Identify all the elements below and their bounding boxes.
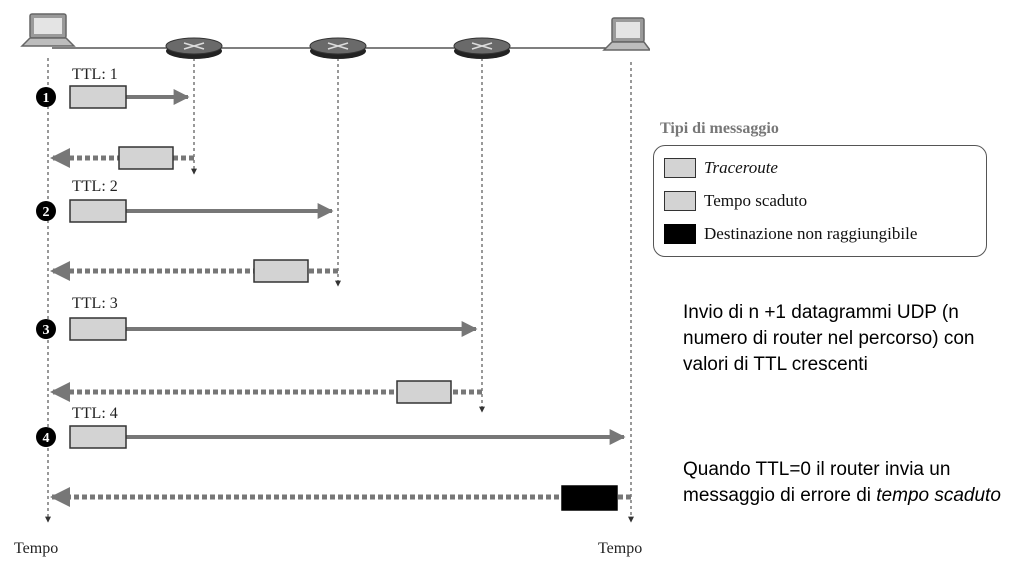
traceroute-packet-2 — [69, 199, 127, 223]
time-exceeded-packet-3 — [396, 380, 452, 404]
legend-box: Traceroute Tempo scaduto Destinazione no… — [653, 145, 987, 257]
router-2-icon — [309, 37, 367, 59]
router-3-icon — [453, 37, 511, 59]
step-number-2: 2 — [43, 205, 50, 220]
legend-swatch-traceroute — [664, 158, 696, 178]
step-badge-2: 2 — [36, 201, 56, 221]
ttl-label-2: TTL: 2 — [72, 178, 118, 195]
traceroute-packet-3 — [69, 317, 127, 341]
ttl-label-1: TTL: 1 — [72, 66, 118, 83]
step-number-4: 4 — [43, 431, 50, 446]
traceroute-diagram: TTL: 1 1 TTL: 2 2 TTL: 3 3 TTL: 4 4 Temp… — [14, 13, 650, 557]
router-1-icon — [165, 37, 223, 59]
time-exceeded-packet-2 — [253, 259, 309, 283]
traceroute-packet-4 — [69, 425, 127, 449]
note-udp-text: Invio di n +1 datagrammi UDP (n numero d… — [683, 302, 975, 375]
ttl-label-4: TTL: 4 — [72, 405, 118, 422]
time-label-source: Tempo — [14, 540, 58, 557]
legend-item-time-exceeded: Tempo scaduto — [664, 191, 807, 211]
note-ttl-zero-italic: tempo scaduto — [876, 485, 1001, 506]
time-exceeded-packet-1 — [118, 146, 174, 170]
note-ttl-zero-prefix: Quando TTL=0 il router invia un messaggi… — [683, 459, 951, 506]
step-badge-3: 3 — [36, 319, 56, 339]
legend-swatch-time-exceeded — [664, 191, 696, 211]
source-laptop-icon — [20, 13, 76, 47]
step-badge-1: 1 — [36, 87, 56, 107]
time-label-destination: Tempo — [598, 540, 642, 557]
note-udp-datagrams: Invio di n +1 datagrammi UDP (n numero d… — [683, 300, 1018, 378]
legend-label-traceroute: Traceroute — [704, 158, 778, 177]
legend-item-traceroute: Traceroute — [664, 158, 778, 178]
traceroute-packet-1 — [69, 85, 127, 109]
legend-item-unreachable: Destinazione non raggiungibile — [664, 224, 917, 244]
step-number-3: 3 — [43, 323, 50, 338]
legend-label-unreachable: Destinazione non raggiungibile — [704, 224, 918, 243]
unreachable-packet — [561, 485, 618, 511]
step-number-1: 1 — [43, 91, 50, 106]
note-ttl-zero-text: Quando TTL=0 il router invia un messaggi… — [683, 457, 1018, 509]
legend-title: Tipi di messaggio — [660, 120, 779, 137]
note-ttl-zero: Quando TTL=0 il router invia un messaggi… — [683, 457, 1018, 509]
legend-swatch-unreachable — [664, 224, 696, 244]
ttl-label-3: TTL: 3 — [72, 295, 118, 312]
legend-label-time-exceeded: Tempo scaduto — [704, 191, 808, 210]
step-badge-4: 4 — [36, 427, 56, 447]
destination-laptop-icon — [602, 17, 650, 51]
